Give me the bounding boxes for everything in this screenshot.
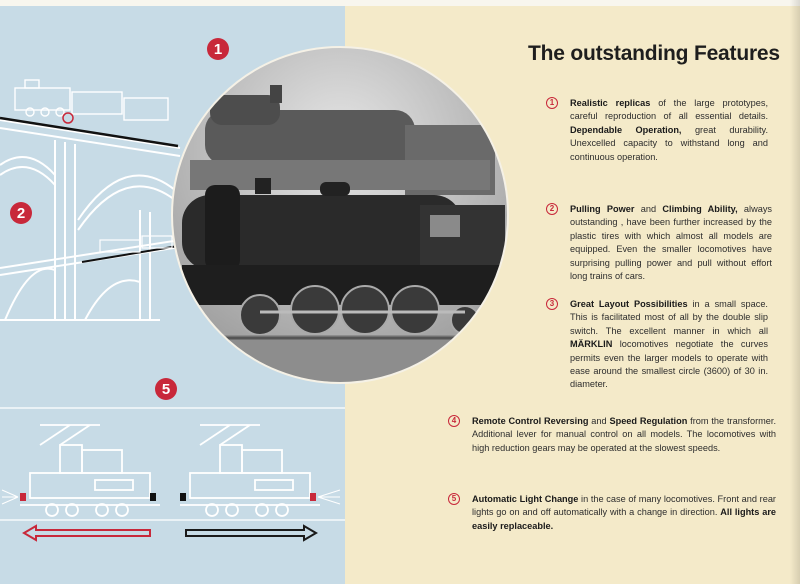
feature-marker-1: 1 [546, 97, 558, 109]
page-title: The outstanding Features [528, 42, 780, 65]
feature-marker-4: 4 [448, 415, 460, 427]
feature-highlight: Great Layout Possibilities [570, 299, 688, 309]
feature-highlight: Pulling Power [570, 204, 635, 214]
track-line-lower [81, 245, 179, 263]
feature-body: in the case of many locomotives. Front a… [472, 494, 776, 518]
feature-body: from the transformer. Additional lever f… [472, 416, 776, 453]
figure-number-1: 1 [207, 38, 229, 60]
track-line [0, 116, 179, 148]
lower-train-sketch [99, 235, 173, 253]
feature-highlight: Speed Regulation [609, 416, 688, 426]
feature-text-3: Great Layout Possibilities in a small sp… [570, 298, 768, 392]
feature-highlight: MÄRKLIN [570, 339, 613, 350]
feature-highlight: Dependable Operation, [570, 124, 682, 135]
feature-4: 4 Remote Control Reversing and Speed Reg… [448, 415, 776, 475]
feature-highlight: Realistic replicas [570, 98, 651, 108]
feature-body: always outstanding , have been further i… [570, 204, 773, 282]
feature-body: great durability. Unexcelled capacity to… [570, 124, 768, 162]
photo-frame [171, 46, 509, 384]
arrow-left-icon [22, 524, 151, 542]
viaduct-illustration [0, 119, 181, 321]
figure-number-5: 5 [155, 378, 177, 400]
feature-marker-3: 3 [546, 298, 558, 310]
feature-5: 5 Automatic Light Change in the case of … [448, 493, 776, 543]
rear-light-red [20, 493, 26, 501]
feature-body: in a small space. This is facilitated mo… [570, 299, 768, 336]
bridge-train-sketch [14, 79, 169, 121]
locomotive-diagrams [0, 407, 345, 521]
arrow-right-icon [185, 524, 318, 542]
feature-highlight: Remote Control Reversing [472, 416, 589, 426]
feature-text-4: Remote Control Reversing and Speed Regul… [472, 415, 776, 455]
feature-1: 1 Realistic replicas of the large protot… [546, 97, 768, 167]
feature-body: and [634, 204, 663, 214]
light-rays [1, 489, 341, 505]
front-light-red [310, 493, 316, 501]
highlight-ring [62, 112, 74, 124]
feature-marker-5: 5 [448, 493, 460, 505]
feature-3: 3 Great Layout Possibilities in a small … [546, 298, 768, 398]
feature-highlight: Automatic Light Change [472, 494, 579, 504]
feature-marker-2: 2 [546, 203, 558, 215]
feature-2: 2 Pulling Power and Climbing Ability, al… [546, 203, 772, 283]
feature-text-5: Automatic Light Change in the case of ma… [472, 493, 776, 533]
feature-body: locomotives negotiate the curves permits… [570, 339, 768, 390]
feature-highlight: All lights are easily replaceable. [472, 507, 777, 531]
feature-highlight: Climbing Ability, [662, 204, 738, 214]
scan-edge [0, 0, 800, 6]
feature-body: and [588, 416, 610, 426]
feature-body: of the large prototypes, careful reprodu… [570, 98, 768, 122]
feature-text-2: Pulling Power and Climbing Ability, alwa… [570, 203, 772, 283]
page-gutter-shadow [790, 0, 800, 584]
feature-text-1: Realistic replicas of the large prototyp… [570, 97, 768, 164]
rear-light-off [180, 493, 186, 501]
front-light-off [150, 493, 156, 501]
figure-number-2: 2 [10, 202, 32, 224]
